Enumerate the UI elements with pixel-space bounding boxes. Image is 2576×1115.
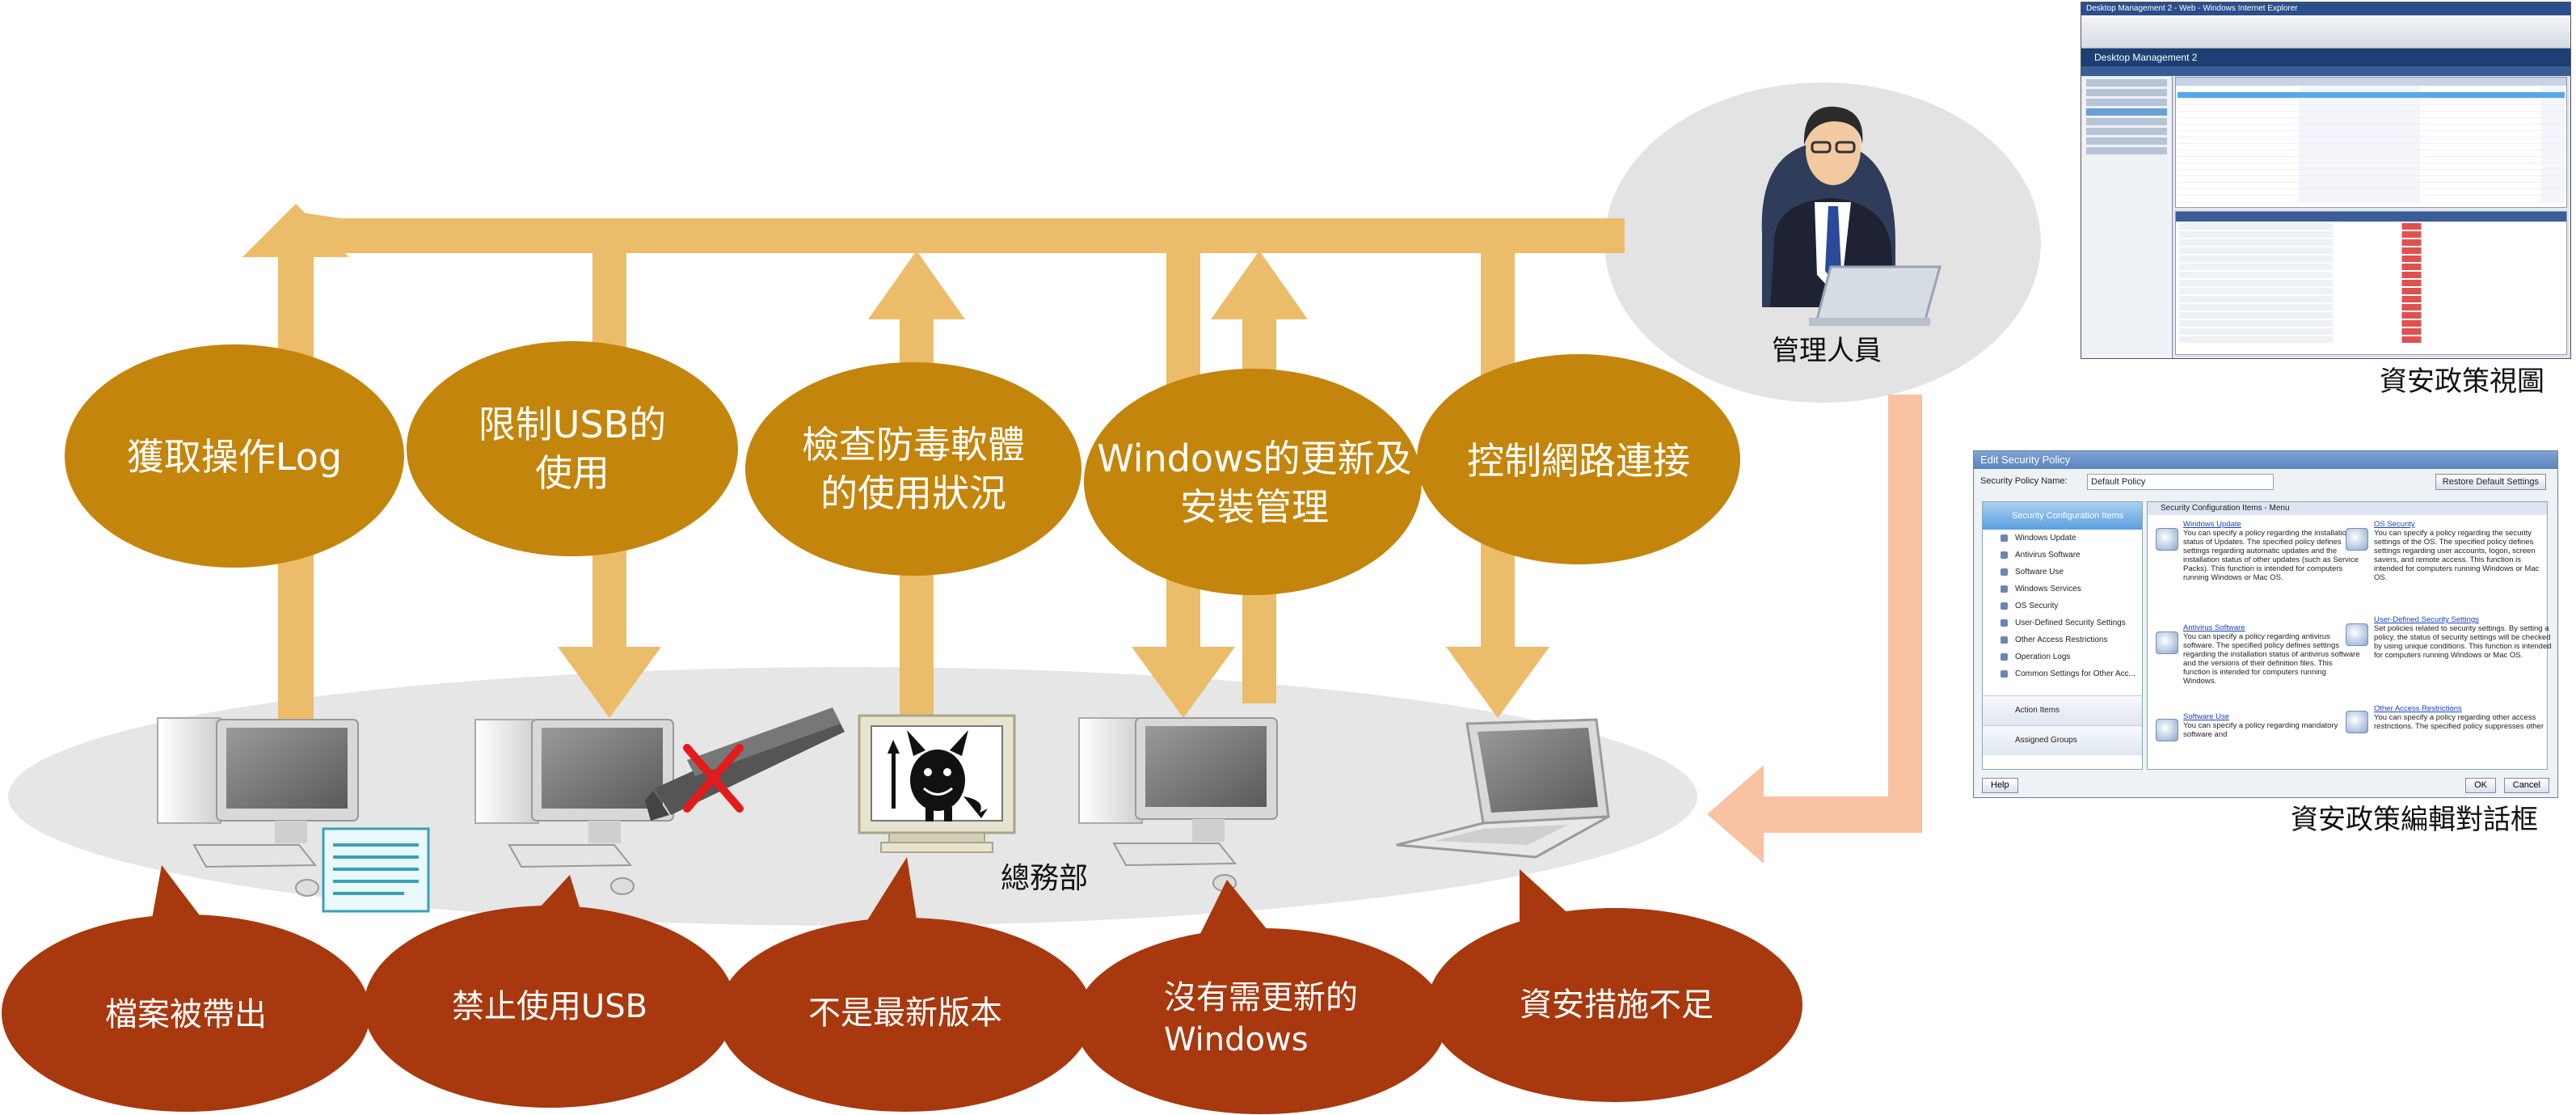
usb-down-head <box>558 647 661 718</box>
function-antivirus-label: 檢查防毒軟體 的使用狀況 <box>802 423 1025 515</box>
cell-windows-update: Windows Update You can specify a policy … <box>2183 520 2361 582</box>
left-item-os-security[interactable]: OS Security <box>1983 598 2142 615</box>
ok-button[interactable]: OK <box>2465 778 2496 793</box>
windows-update-icon <box>2156 528 2178 551</box>
policy-dialog-namebar: Security Policy Name: Default Policy Res… <box>1974 469 2557 495</box>
admin-return-arrow <box>1707 395 1922 864</box>
problem-file-leak <box>2 914 370 1112</box>
top-left-arrowhead <box>242 204 349 257</box>
policy-view-app-title: Desktop Management 2 <box>2081 49 2570 66</box>
top-bar <box>289 218 1625 253</box>
policy-view-nav <box>2081 77 2173 358</box>
policy-view-caption: 資安政策視圖 <box>2380 365 2544 398</box>
no-usb-cross-icon <box>683 744 744 813</box>
cell-user-defined-text: Set policies related to security setting… <box>2374 624 2552 660</box>
cell-other-access-link[interactable]: Other Access Restrictions <box>2374 704 2462 713</box>
left-item-software-use[interactable]: Software Use <box>1983 564 2142 581</box>
problem-insufficient-label: 資安措施不足 <box>1520 986 1714 1024</box>
cell-user-defined-link[interactable]: User-Defined Security Settings <box>2374 615 2479 624</box>
left-item-antivirus[interactable]: Antivirus Software <box>1983 547 2142 564</box>
menu-header: Security Configuration Items - Menu <box>2148 502 2547 515</box>
policy-dialog-caption: 資安政策編輯對話框 <box>2291 804 2538 836</box>
virus-devil-icon <box>887 730 988 821</box>
left-item-common-settings[interactable]: Common Settings for Other Acc... <box>1983 665 2142 682</box>
function-network <box>1417 354 1740 564</box>
help-button[interactable]: Help <box>1982 778 2018 793</box>
function-usb-limit-label: 限制USB的 使用 <box>478 403 667 495</box>
function-windows-update-label: Windows的更新及 安裝管理 <box>1097 437 1412 529</box>
policy-name-label: Security Policy Name: <box>1980 476 2068 486</box>
problem-outdated-label: 不是最新版本 <box>808 995 1002 1032</box>
problem-insufficient <box>1427 908 1802 1102</box>
security-items-header[interactable]: Security Configuration Items <box>1983 502 2142 530</box>
cell-software-use: Software Use You can specify a policy re… <box>2183 712 2361 750</box>
function-network-label: 控制網路連接 <box>1467 439 1690 483</box>
problem-no-update-tail <box>1196 880 1277 942</box>
problem-file-leak-label: 檔案被帶出 <box>105 996 267 1033</box>
left-item-windows-update[interactable]: Windows Update <box>1983 530 2142 547</box>
section-assigned-groups[interactable]: Assigned Groups <box>1983 725 2142 755</box>
policy-dialog-screenshot: Edit Security Policy Security Policy Nam… <box>1973 450 2558 798</box>
antivirus-icon <box>2156 631 2178 654</box>
cell-other-access-text: You can specify a policy regarding other… <box>2374 713 2544 731</box>
software-use-icon <box>2156 719 2178 741</box>
cell-other-access: Other Access Restrictions You can specif… <box>2374 704 2552 750</box>
problem-usb-ban <box>364 906 736 1108</box>
policy-dialog-right-panel: Security Configuration Items - Menu Wind… <box>2147 501 2552 770</box>
policy-view-menubar <box>2081 15 2570 49</box>
update-down-head <box>1132 647 1235 718</box>
function-antivirus <box>745 362 1081 576</box>
function-windows-update <box>1084 369 1422 595</box>
cell-os-security: OS Security You can specify a policy reg… <box>2374 520 2552 582</box>
pc-log-icon <box>157 717 430 913</box>
cell-os-security-text: You can specify a policy regarding the s… <box>2374 529 2540 582</box>
function-log-label: 獲取操作Log <box>126 435 343 479</box>
policy-dialog-titlebar: Edit Security Policy <box>1974 451 2557 469</box>
office-label: 總務部 <box>1000 862 1088 895</box>
function-usb-limit <box>407 341 738 556</box>
policy-view-screenshot: Desktop Management 2 - Web - Windows Int… <box>2081 2 2571 359</box>
policy-view-tabs <box>2081 66 2570 76</box>
pc-update-icon <box>1078 717 1278 892</box>
left-item-user-defined[interactable]: User-Defined Security Settings <box>1983 615 2142 631</box>
antivirus-up-head <box>868 251 965 319</box>
network-down-head <box>1446 647 1549 718</box>
pc-usb-icon <box>474 719 674 895</box>
cancel-button[interactable]: Cancel <box>2503 778 2549 793</box>
admin-label: 管理人員 <box>1772 334 1882 367</box>
policy-view-titlebar: Desktop Management 2 - Web - Windows Int… <box>2081 2 2570 15</box>
policy-dialog-left-panel: Security Configuration Items Windows Upd… <box>1982 501 2143 770</box>
policy-dialog-footer: Help OK Cancel <box>1974 773 2557 797</box>
problem-no-update <box>1075 928 1447 1114</box>
cell-windows-update-text: You can specify a policy regarding the i… <box>2183 529 2359 582</box>
left-item-other-access[interactable]: Other Access Restrictions <box>1983 631 2142 648</box>
os-security-icon <box>2346 528 2368 551</box>
problem-outdated <box>718 918 1093 1112</box>
problem-no-update-label: 沒有需更新的 Windows <box>1164 979 1358 1058</box>
user-defined-icon <box>2346 623 2368 646</box>
update-up-head <box>1211 251 1308 319</box>
cell-antivirus-text: You can specify a policy regarding antiv… <box>2183 632 2360 686</box>
section-action-items[interactable]: Action Items <box>1983 695 2142 725</box>
policy-name-field[interactable]: Default Policy <box>2087 474 2274 490</box>
admin-person-icon <box>1761 106 1941 326</box>
other-access-icon <box>2346 711 2368 733</box>
cell-software-use-text: You can specify a policy regarding manda… <box>2183 721 2338 739</box>
restore-defaults-button[interactable]: Restore Default Settings <box>2435 474 2546 490</box>
problem-usb-ban-label: 禁止使用USB <box>451 988 648 1025</box>
cell-software-use-link[interactable]: Software Use <box>2183 712 2230 721</box>
policy-view-detail <box>2175 211 2567 355</box>
policy-view-grid <box>2175 77 2567 208</box>
left-item-windows-services[interactable]: Windows Services <box>1983 581 2142 598</box>
left-item-operation-logs[interactable]: Operation Logs <box>1983 648 2142 665</box>
cell-antivirus-link[interactable]: Antivirus Software <box>2183 623 2245 632</box>
function-log <box>65 344 404 568</box>
laptop-network-icon <box>1396 718 1610 859</box>
cell-antivirus: Antivirus Software You can specify a pol… <box>2183 623 2361 686</box>
cell-windows-update-link[interactable]: Windows Update <box>2183 520 2241 529</box>
cell-os-security-link[interactable]: OS Security <box>2374 520 2415 529</box>
cell-user-defined: User-Defined Security Settings Set polic… <box>2374 615 2552 660</box>
